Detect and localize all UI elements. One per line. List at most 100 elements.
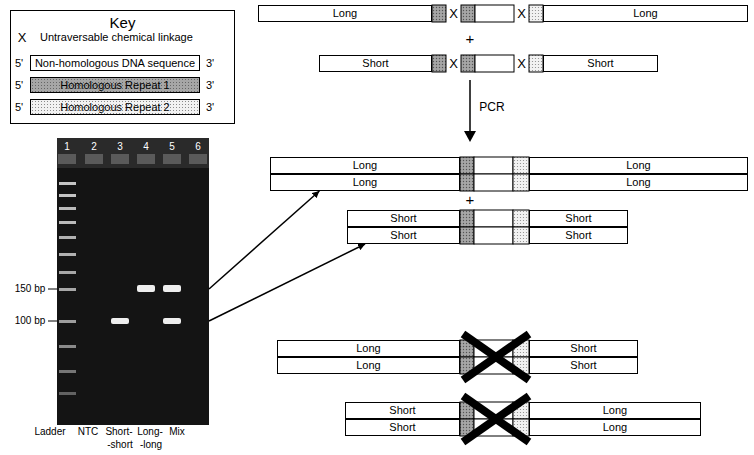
pointer-arrow — [209, 244, 365, 321]
legend-text: Homologous Repeat 2 — [60, 101, 169, 114]
text-label: -long — [140, 439, 162, 451]
repeat-2 — [513, 210, 529, 227]
segment-label: Long — [356, 342, 380, 355]
ladder-band — [59, 370, 76, 373]
segment-label: Short — [570, 359, 596, 372]
segment-label: Short — [389, 404, 415, 417]
text-label: Long- — [137, 426, 163, 438]
lane-number: 6 — [195, 140, 201, 153]
lane-number: 3 — [117, 140, 123, 153]
text-label: 5' — [15, 101, 23, 114]
dna-segment-box: Short — [529, 227, 628, 244]
text-label: Mix — [169, 426, 185, 438]
segment-label: Long — [603, 404, 627, 417]
size-tick — [48, 321, 57, 322]
gel-panel: 123456 — [57, 138, 209, 425]
dna-segment-box: Long — [277, 340, 460, 357]
lane-number: 4 — [143, 140, 149, 153]
dna-segment — [474, 210, 513, 227]
repeat-1 — [460, 227, 474, 244]
dna-segment-box: Long — [270, 157, 460, 174]
text-label: 5' — [15, 79, 23, 92]
dna-segment — [474, 227, 513, 244]
cross-out — [463, 334, 529, 380]
ladder-band — [59, 194, 76, 197]
text-label: 100 bp — [15, 315, 46, 327]
ladder-band — [59, 392, 76, 395]
repeat-2 — [529, 5, 543, 22]
segment-label: Long — [333, 7, 357, 20]
text-label: 3' — [206, 101, 214, 114]
repeat-1 — [461, 5, 475, 22]
dna-segment-box: Long — [277, 357, 460, 374]
ladder-band — [59, 182, 76, 185]
repeat-1 — [460, 174, 474, 191]
dna-segment-box: Long — [529, 174, 748, 191]
gel-image — [57, 138, 209, 425]
segment-label: Short — [587, 57, 613, 70]
repeat-2 — [513, 174, 529, 191]
text-label: 5' — [15, 57, 23, 70]
dna-segment-box: Long — [258, 5, 432, 22]
repeat-2 — [529, 55, 543, 72]
segment-label: Short — [565, 229, 591, 242]
ladder-band — [59, 207, 76, 210]
ladder-band — [59, 221, 76, 224]
dna-segment-box: Long — [529, 157, 748, 174]
dna-segment-box: Short — [347, 227, 460, 244]
repeat-1 — [461, 55, 475, 72]
lane-number: 2 — [91, 140, 97, 153]
gel-well — [111, 154, 129, 164]
text-label: Short- — [105, 426, 132, 438]
legend-text: Non-homologous DNA sequence — [35, 57, 195, 70]
ladder-band — [59, 271, 76, 274]
repeat-1 — [432, 5, 446, 22]
gel-band — [111, 318, 129, 324]
dna-segment-box: Short — [529, 210, 628, 227]
repeat-1 — [460, 210, 474, 227]
ladder-band — [59, 320, 76, 323]
segment-label: Long — [353, 159, 377, 172]
text-label: 3' — [206, 57, 214, 70]
text-label: X — [517, 6, 526, 21]
repeat-1 — [432, 55, 446, 72]
text-label: X — [18, 31, 27, 46]
dna-segment-box: Long — [529, 419, 701, 436]
legend-text: Homologous Repeat 1 — [60, 79, 169, 92]
legend-swatch: Homologous Repeat 2 — [30, 99, 200, 115]
segment-label: Short — [362, 57, 388, 70]
segment-label: Short — [389, 421, 415, 434]
gel-band — [137, 285, 155, 292]
ladder-band — [59, 288, 76, 291]
legend-text: Untraversable chemical linkage — [40, 31, 193, 44]
legend-swatch: Non-homologous DNA sequence — [30, 55, 200, 71]
dna-segment — [475, 55, 514, 72]
segment-label: Long — [356, 359, 380, 372]
gel-band — [163, 318, 181, 324]
segment-label: Short — [565, 212, 591, 225]
text-label: + — [466, 191, 475, 208]
segment-label: Long — [626, 159, 650, 172]
gel-well — [137, 154, 155, 164]
ladder-band — [59, 236, 76, 239]
dna-segment-box: Short — [345, 419, 460, 436]
dna-segment-box: Short — [319, 55, 432, 72]
ladder-band — [59, 253, 76, 256]
segment-label: Long — [626, 176, 650, 189]
cross-out — [463, 396, 529, 442]
gel-well — [189, 154, 207, 164]
text-label: X — [449, 6, 458, 21]
text-label: NTC — [78, 426, 99, 438]
segment-label: Long — [353, 176, 377, 189]
dna-segment-box: Short — [529, 357, 638, 374]
key-title: Key — [110, 14, 136, 32]
pcr-arrow — [469, 80, 471, 132]
dna-segment-box: Short — [529, 340, 638, 357]
dna-segment-box: Short — [345, 402, 460, 419]
segment-label: Short — [390, 212, 416, 225]
repeat-1 — [460, 157, 474, 174]
gel-well — [85, 154, 103, 164]
text-label: X — [517, 56, 526, 71]
